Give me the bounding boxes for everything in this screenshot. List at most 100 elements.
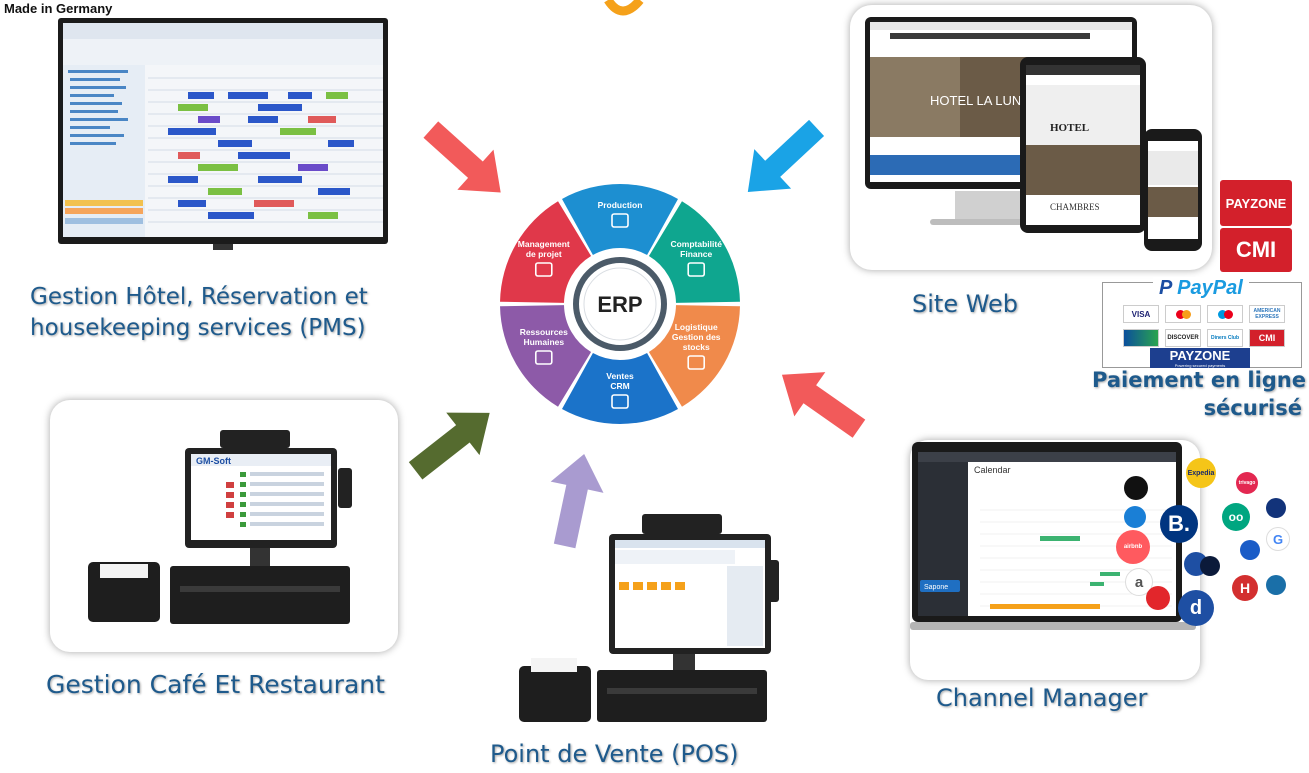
- channel-despegar-text: d: [1189, 596, 1203, 619]
- erp-segment-production: [562, 184, 678, 255]
- channel-airbnb-logo: airbnb: [1116, 530, 1150, 564]
- caption-cafe: Gestion Café Et Restaurant: [46, 670, 385, 699]
- card-cmi: CMI: [1249, 329, 1285, 347]
- caption-paiement-line2: sécurisé: [1203, 396, 1302, 420]
- channel-sapone-button: Sapone: [924, 584, 948, 591]
- channel-booking-logo: B.: [1160, 505, 1198, 543]
- erp-center-disc: [583, 267, 657, 341]
- channel-laptop: Calendar Sapone: [910, 442, 1196, 630]
- channel-hotels-text: H: [1239, 580, 1251, 596]
- caption-pms: Gestion Hôtel, Réservation et housekeepi…: [30, 282, 368, 344]
- erp-segment-ventes: [562, 353, 678, 424]
- erp-segment-ressources: [500, 305, 592, 407]
- cafe-pos-illustration: GM-Soft: [88, 430, 352, 624]
- erp-segment-label-management: de projet: [526, 249, 562, 259]
- channel-logo-blue: [1124, 506, 1146, 528]
- channel-google-text: G: [1272, 531, 1284, 547]
- channel-card: Calendar Sapone: [910, 440, 1200, 680]
- pms-monitor: [58, 18, 388, 250]
- card-logos: VISA AMERICAN EXPRESS DISCOVER Diners Cl…: [1123, 305, 1288, 347]
- channel-tripadvisor-logo: oo: [1222, 503, 1250, 531]
- card-mastercard: [1165, 305, 1201, 323]
- channel-trivago-text: trivago: [1238, 480, 1256, 486]
- card-cb: [1123, 329, 1159, 347]
- paypal-text: PayPal: [1177, 277, 1243, 299]
- cmi-top-text: CMI: [1235, 237, 1277, 262]
- card-discover-text: DISCOVER: [1167, 335, 1199, 341]
- channel-logo-dark: [1124, 476, 1148, 500]
- erp-ventes-icon: [611, 394, 629, 409]
- paypal-p-icon: P: [1159, 277, 1172, 299]
- channel-logo-navy: [1266, 498, 1286, 518]
- pos-illustration: [519, 514, 779, 722]
- top-orange-swoosh: [604, 0, 644, 16]
- caption-pms-line1: Gestion Hôtel, Réservation et: [30, 284, 368, 310]
- card-amex-text: AMERICAN EXPRESS: [1253, 308, 1281, 320]
- payzone-logo-bottom: PAYZONE Powering secured payments: [1150, 348, 1250, 368]
- erp-segment-label-ventes: Ventes: [606, 371, 634, 381]
- caption-pos: Point de Vente (POS): [490, 740, 739, 768]
- maestro-icon-2: [1223, 309, 1233, 319]
- channel-expedia-logo: Expedia: [1186, 458, 1216, 488]
- card-amex: AMERICAN EXPRESS: [1249, 305, 1285, 323]
- erp-segment-label-logistique: stocks: [683, 342, 710, 352]
- site-web-card: HOTEL LA LUNA HOTEL CHAMBRES: [850, 5, 1212, 270]
- pos-device: [515, 510, 780, 725]
- payzone-bottom-text: PAYZONE: [1169, 347, 1231, 363]
- erp-wheel: ProductionComptabilitéFinanceLogistiqueG…: [500, 184, 740, 424]
- erp-segment-label-ressources: Ressources: [520, 327, 568, 337]
- card-diners-text: Diners Club: [1210, 335, 1240, 341]
- erp-center-label: ERP: [597, 292, 642, 317]
- caption-pms-line2: housekeeping services (PMS): [30, 315, 366, 341]
- channel-airbnb-text: airbnb: [1123, 544, 1143, 550]
- arrow-pos-to-erp: [550, 453, 604, 549]
- made-in-germany: Made in Germany: [4, 1, 113, 16]
- site-hero-text: HOTEL LA LUNA: [930, 93, 1030, 108]
- erp-segment-label-management: Management: [518, 239, 570, 249]
- payzone-top-text: PAYZONE: [1225, 195, 1287, 211]
- caption-paiement: Paiement en ligne sécurisé: [1092, 366, 1306, 422]
- erp-ressources-icon: [534, 350, 553, 365]
- channel-agoda-text: a: [1134, 573, 1144, 591]
- card-discover: DISCOVER: [1165, 329, 1201, 347]
- erp-logistique-icon: [687, 355, 706, 370]
- arrow-pms-to-erp: [423, 121, 501, 193]
- erp-segment-label-comptabilite: Finance: [680, 249, 712, 259]
- erp-segment-label-logistique: Gestion des: [672, 332, 721, 342]
- channel-expedia-text: Expedia: [1187, 469, 1215, 477]
- erp-comptabilite-icon: [687, 262, 706, 277]
- card-cmi-text: CMI: [1258, 333, 1276, 343]
- caption-site-web: Site Web: [912, 290, 1019, 318]
- erp-segment-label-comptabilite: Comptabilité: [670, 239, 722, 249]
- caption-channel: Channel Manager: [936, 684, 1148, 712]
- caption-paiement-line1: Paiement en ligne: [1092, 368, 1306, 392]
- channel-calendar-title: Calendar: [974, 465, 1011, 475]
- maestro-icon: [1217, 309, 1227, 319]
- payzone-tagline: Powering secured payments: [1174, 362, 1226, 368]
- erp-segment-comptabilite: [648, 201, 740, 303]
- site-web-devices: HOTEL LA LUNA HOTEL CHAMBRES: [865, 17, 1202, 251]
- erp-production-icon: [611, 213, 629, 228]
- cafe-card: GM-Soft: [50, 400, 398, 652]
- mastercard-icon: [1175, 309, 1185, 319]
- erp-segment-label-ventes: CRM: [610, 381, 629, 391]
- channel-logo-teal: [1266, 575, 1286, 595]
- erp-segment-label-logistique: Logistique: [675, 322, 718, 332]
- card-diners: Diners Club: [1207, 329, 1243, 347]
- arrow-channel-to-erp: [781, 372, 866, 438]
- pms-monitor-illustration: [58, 18, 388, 250]
- erp-segment-management: [500, 201, 592, 303]
- pos-brand-text: GM-Soft: [196, 456, 231, 466]
- card-visa: VISA: [1123, 305, 1159, 323]
- channel-google-logo: G: [1266, 527, 1290, 551]
- erp-segment-label-ressources: Humaines: [523, 337, 564, 347]
- erp-management-icon: [534, 262, 553, 277]
- cmi-logo-top: CMI: [1220, 228, 1292, 272]
- payzone-logo-top: PAYZONE: [1220, 180, 1292, 226]
- arrow-cafe-to-erp: [408, 412, 490, 480]
- channel-trivago-logo: trivago: [1236, 472, 1258, 494]
- erp-segment-label-production: Production: [598, 200, 643, 210]
- tablet-hotel-text: HOTEL: [1050, 122, 1089, 134]
- channel-hotels-logo: H: [1232, 575, 1258, 601]
